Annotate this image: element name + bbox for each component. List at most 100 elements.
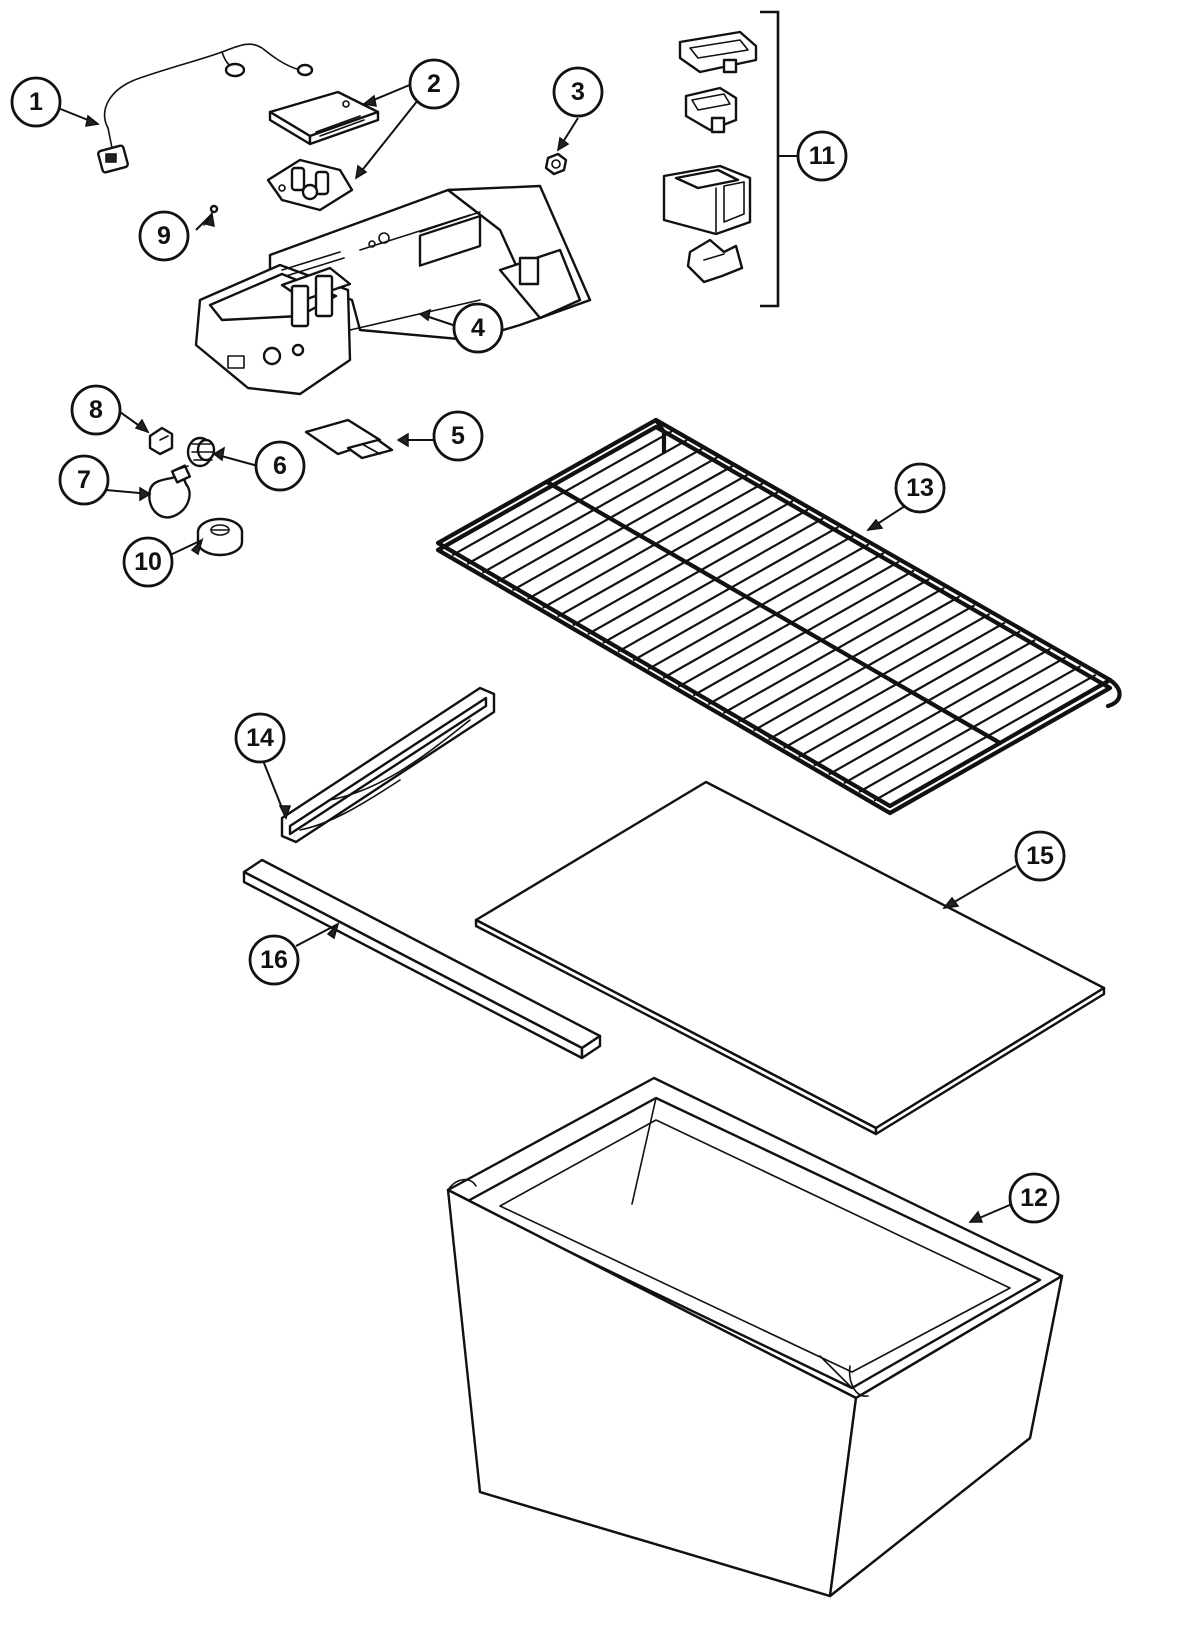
- callout-9: 9: [138, 210, 190, 262]
- rack-slat: [527, 474, 748, 600]
- rack-slat: [843, 656, 1066, 784]
- rack-slat: [723, 587, 945, 714]
- shelf-support-a: [678, 30, 758, 74]
- callout-7: 7: [58, 454, 110, 506]
- callout-7-circle: [58, 454, 110, 506]
- rack-slat: [647, 543, 870, 670]
- callout-14-label: 14: [246, 724, 274, 752]
- callout-2-circle: [408, 58, 460, 110]
- rack-slat: [708, 578, 930, 705]
- shelf-support-set-part: [662, 10, 800, 308]
- callout-2-label: 2: [427, 70, 441, 98]
- callout-13: 13: [894, 462, 946, 514]
- callout-3-label: 3: [571, 78, 585, 106]
- callout-5-label: 5: [451, 422, 465, 450]
- callout-15-label: 15: [1026, 842, 1054, 870]
- callout-15-circle: [1014, 830, 1066, 882]
- callout-4: 4: [452, 302, 504, 354]
- callout-1: 1: [10, 76, 62, 128]
- control-knob-part: [196, 517, 244, 557]
- wire-harness-part: [97, 43, 314, 174]
- rack-slat: [482, 448, 703, 574]
- control-board-part: [268, 90, 380, 146]
- callout-12: 12: [1008, 1172, 1060, 1224]
- callout-11-circle: [796, 130, 848, 182]
- control-housing-part: [194, 184, 592, 396]
- callout-9-circle: [138, 210, 190, 262]
- rack-slat: [677, 561, 900, 688]
- callout-13-circle: [894, 462, 946, 514]
- callout-10-circle: [122, 536, 174, 588]
- callout-11: 11: [796, 130, 848, 182]
- callout-9-label: 9: [157, 222, 171, 250]
- light-switch-part: [148, 426, 174, 456]
- lamp-socket-part: [186, 436, 216, 468]
- light-shield-part: [304, 418, 394, 460]
- wire-shelf-part: [435, 417, 1122, 816]
- rack-slat: [632, 534, 854, 662]
- callout-16: 16: [248, 934, 300, 986]
- rack-slat: [783, 621, 1006, 749]
- rack-slat: [617, 526, 839, 653]
- shelf-support-c: [662, 164, 752, 236]
- rack-slat: [557, 491, 779, 618]
- callout-6: 6: [254, 440, 306, 492]
- shelf-support-d: [686, 238, 744, 284]
- callout-12-label: 12: [1020, 1184, 1048, 1212]
- callout-14: 14: [234, 712, 286, 764]
- callout-8-label: 8: [89, 396, 103, 424]
- callout-11-label: 11: [809, 142, 836, 170]
- rack-slat: [873, 674, 1097, 802]
- callout-1-label: 1: [29, 88, 43, 116]
- rack-slat: [467, 439, 688, 565]
- callout-3-circle: [552, 66, 604, 118]
- rack-slats: [452, 430, 1097, 802]
- callout-15: 15: [1014, 830, 1066, 882]
- light-bulb-part: [148, 464, 192, 519]
- rack-slat: [512, 465, 733, 591]
- leader-lines: [57, 83, 1017, 1223]
- callout-8: 8: [70, 384, 122, 436]
- rack-slat: [828, 648, 1051, 776]
- callout-3: 3: [552, 66, 604, 118]
- callout-4-label: 4: [471, 314, 485, 342]
- callout-6-circle: [254, 440, 306, 492]
- callout-10-label: 10: [134, 548, 162, 576]
- rack-slat: [542, 482, 764, 609]
- shelf-support-b: [684, 86, 738, 134]
- rack-slat: [497, 456, 718, 583]
- rack-slat: [768, 613, 991, 741]
- callout-6-label: 6: [273, 452, 287, 480]
- rack-slat: [572, 500, 794, 627]
- callout-5: 5: [432, 410, 484, 462]
- callout-4-circle: [452, 302, 504, 354]
- callout-8-circle: [70, 384, 122, 436]
- crisper-drawer-part: [446, 1076, 1064, 1598]
- callout-5-circle: [432, 410, 484, 462]
- rack-slat: [452, 430, 673, 556]
- callout-1-circle: [10, 76, 62, 128]
- callout-16-circle: [248, 934, 300, 986]
- shelf-frame-rail-part: [242, 858, 602, 1060]
- rack-slat: [587, 508, 809, 635]
- thermostat-part: [266, 158, 354, 212]
- nut-part: [544, 152, 568, 176]
- drawer-slide-part: [280, 686, 496, 844]
- rack-slat: [692, 569, 915, 697]
- rack-slat: [798, 630, 1021, 758]
- callout-14-circle: [234, 712, 286, 764]
- callout-2: 2: [408, 58, 460, 110]
- rack-slat: [813, 639, 1036, 767]
- rack-slat: [858, 665, 1081, 793]
- crisper-cover-glass-part: [474, 780, 1106, 1136]
- callout-13-label: 13: [906, 474, 934, 502]
- rack-slat: [602, 517, 824, 644]
- callout-7-label: 7: [77, 466, 91, 494]
- rack-slat: [753, 604, 975, 732]
- callout-10: 10: [122, 536, 174, 588]
- rack-slat: [738, 595, 960, 723]
- callout-12-circle: [1008, 1172, 1060, 1224]
- callout-16-label: 16: [260, 946, 288, 974]
- rack-slat: [662, 552, 885, 679]
